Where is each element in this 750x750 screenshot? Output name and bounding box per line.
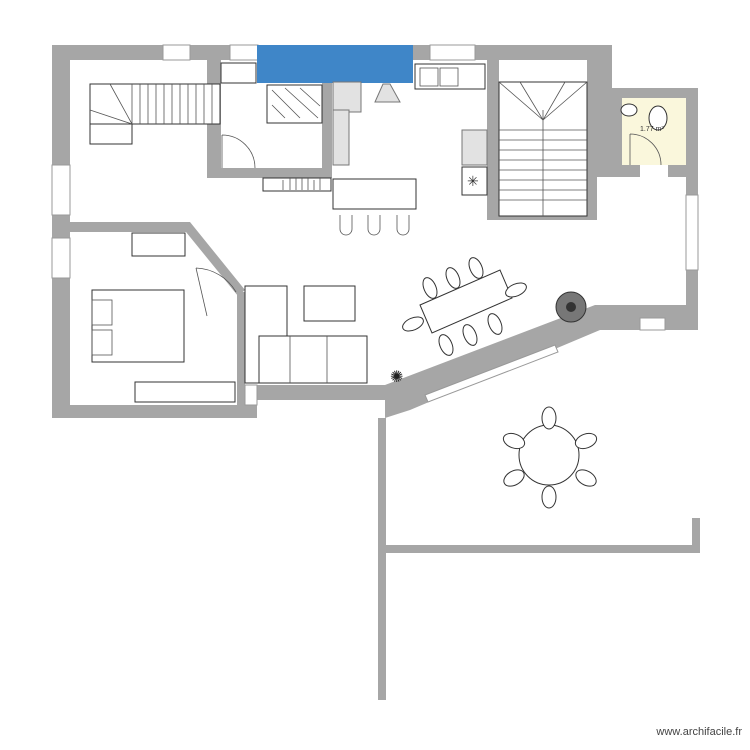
staircase-right [498, 81, 588, 217]
wardrobe [134, 381, 236, 403]
kitchen-island [332, 178, 417, 210]
coffee-table [303, 285, 356, 322]
windows [51, 44, 699, 406]
bookshelf [262, 177, 332, 192]
highlighted-wall[interactable] [257, 45, 413, 83]
oven [461, 129, 488, 166]
cooktop [461, 166, 488, 196]
sink [220, 62, 257, 84]
watermark[interactable]: www.archifacile.fr [656, 726, 742, 738]
dining-table [402, 257, 527, 356]
walls [52, 45, 700, 700]
plant-icon: ✺ [390, 369, 403, 386]
dresser [131, 232, 186, 257]
shower [266, 84, 323, 124]
svg-text:✳: ✳ [467, 173, 479, 189]
kitchen-counter [332, 81, 362, 113]
bed [91, 289, 185, 363]
bathroom-door [221, 134, 256, 169]
terrace-table [502, 406, 598, 509]
staircase-left [89, 83, 221, 145]
fridge [332, 109, 350, 166]
sink-icon [620, 103, 638, 117]
bar-stools [339, 215, 410, 236]
bedroom-door [195, 267, 237, 317]
wc-area-label: 1.77 m² [640, 126, 664, 133]
toilet-icon [648, 105, 668, 131]
range-hood [374, 83, 401, 103]
wc-door [629, 133, 662, 166]
